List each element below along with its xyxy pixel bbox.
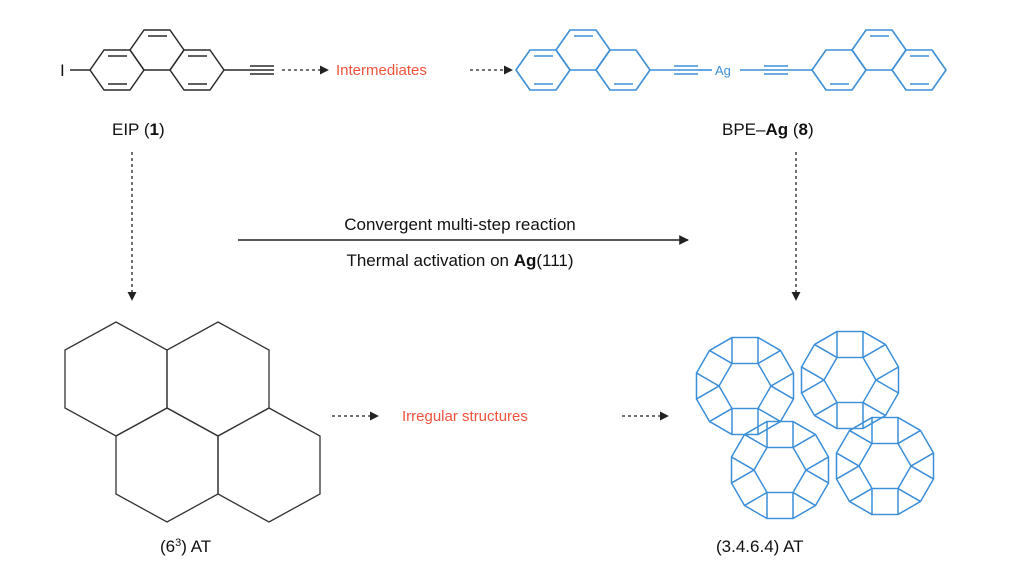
reaction-step-label: Convergent multi-step reaction [344, 215, 576, 234]
intermediates-label: Intermediates [336, 62, 427, 79]
eip-compound-name: EIP (1) [112, 120, 165, 139]
bpe-ag-compound-name: BPE–Ag (8) [722, 120, 814, 139]
honeycomb-network-label: (63) AT [160, 537, 211, 556]
honeycomb-network [64, 321, 321, 523]
eip-molecule: I [60, 29, 274, 91]
irregular-structures-label: Irregular structures [402, 408, 528, 425]
silver-atom-label: Ag [715, 63, 731, 78]
rhombitrihexagonal-network [695, 330, 935, 520]
iodine-atom-label: I [60, 61, 65, 80]
bpe-ag-molecule: Ag [515, 29, 947, 91]
rhombitrihexagonal-network-label: (3.4.6.4) AT [716, 537, 804, 556]
thermal-activation-label: Thermal activation on Ag(111) [346, 251, 573, 270]
